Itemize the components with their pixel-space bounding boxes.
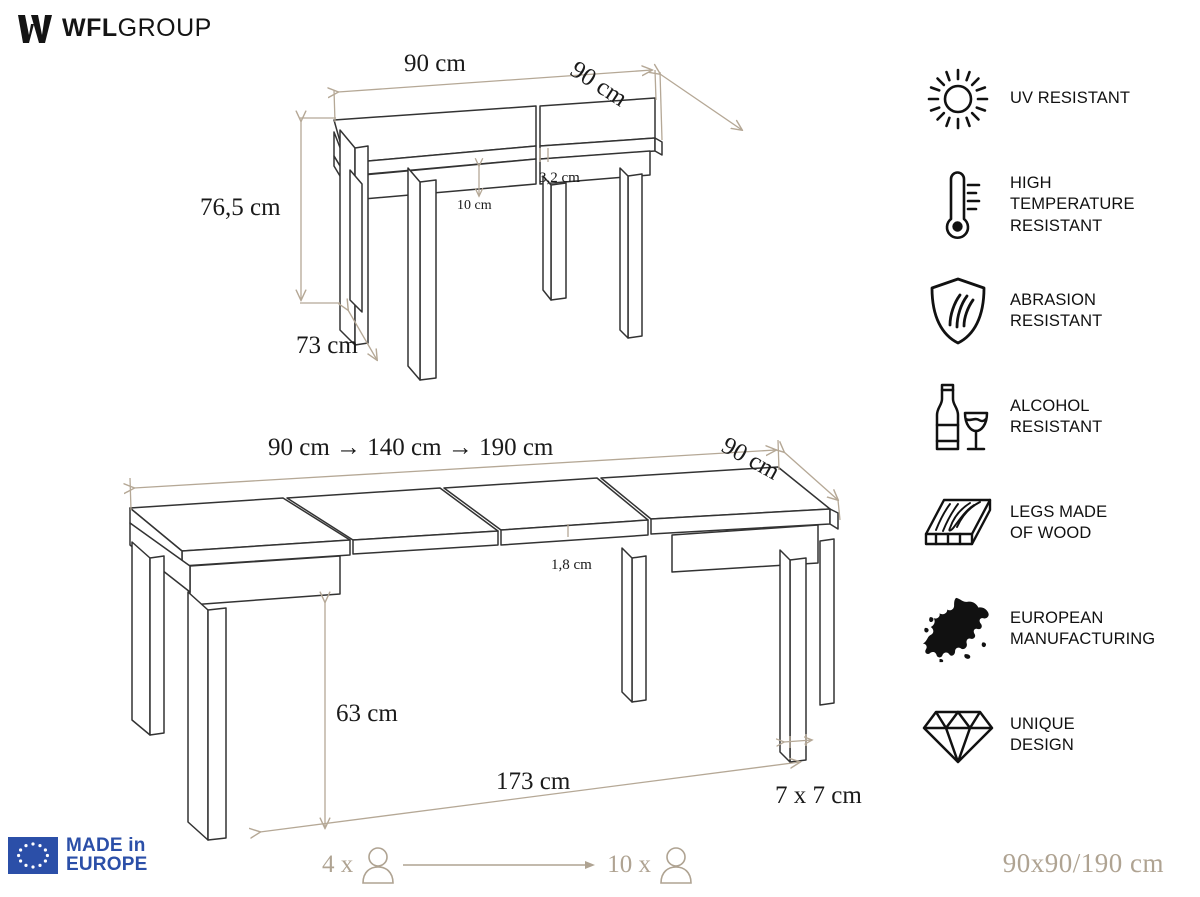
person-icon [362,847,395,884]
person-icon [660,847,692,884]
dim-closed-width: 90 cm [404,50,466,77]
closed-table-dimension-lines [300,70,742,360]
feature-alcohol-resistant: ALCOHOL RESISTANT [922,364,1200,470]
dim-closed-height: 76,5 cm [200,194,281,221]
dim-extended-between-legs: 173 cm [496,768,571,795]
seating-capacity: 4 x 10 x [322,845,693,885]
extended-table-dimension-lines [130,439,841,832]
europe-map-icon [922,593,994,665]
closed-table-drawing [333,97,663,381]
feature-label: UV RESISTANT [1010,89,1131,108]
eu-badge-line2: EUROPE [66,854,148,875]
shield-icon [922,275,994,347]
wood-plank-icon [922,487,994,559]
dim-closed-apron-thickness: 3,2 cm [539,170,580,186]
feature-label: HIGH TEMPERATURE RESISTANT [1010,174,1135,235]
brand-light: GROUP [117,14,212,42]
eu-badge-text: MADE in EUROPE [66,836,147,874]
feature-uv-resistant: UV RESISTANT [922,46,1200,152]
dim-closed-depth: 90 cm [565,56,632,113]
feature-label: UNIQUE DESIGN [1010,714,1075,754]
dim-closed-leg-length: 73 cm [296,332,358,359]
feature-european-manufacturing: EUROPEAN MANUFACTURING [922,576,1200,682]
feature-list: UV RESISTANT HIGH TEMPERATURE RESISTANT [922,46,1200,788]
seats-from-count: 4 x [322,851,354,878]
feature-unique-design: UNIQUE DESIGN [922,682,1200,788]
feature-label: ABRASION RESISTANT [1010,290,1103,330]
feature-label: LEGS MADE OF WOOD [1010,502,1108,542]
feature-legs-made-of-wood: LEGS MADE OF WOOD [922,470,1200,576]
dim-extended-depth: 90 cm [716,432,785,486]
dim-extended-clearance: 63 cm [336,700,398,727]
diamond-icon [922,699,994,771]
feature-label: EUROPEAN MANUFACTURING [1010,608,1156,648]
bottle-glass-icon [922,381,994,453]
dim-extended-width: 90 cm → 140 cm → 190 cm [268,434,554,461]
dim-extended-top-thickness: 1,8 cm [551,557,592,573]
made-in-europe-badge: MADE in EUROPE [8,836,147,874]
seats-to-count: 10 x [607,851,651,878]
brand-wordmark: WFLGROUP [62,14,212,43]
brand-logo: WFLGROUP [18,14,212,43]
right-arrow-icon [403,861,596,869]
eu-badge-line1: MADE in [66,835,146,856]
dim-extended-leg-section: 7 x 7 cm [775,782,862,809]
eu-flag-icon [8,836,58,874]
thermometer-icon [922,169,994,241]
dim-closed-apron-height: 10 cm [457,198,492,213]
wfl-w-mark-icon [18,14,52,43]
feature-high-temperature-resistant: HIGH TEMPERATURE RESISTANT [922,152,1200,258]
sun-icon [922,63,994,135]
size-caption: 90x90/190 cm [1002,848,1164,878]
brand-bold: WFL [62,14,118,42]
feature-abrasion-resistant: ABRASION RESISTANT [922,258,1200,364]
feature-label: ALCOHOL RESISTANT [1010,396,1103,436]
extended-table-drawing [129,466,839,841]
